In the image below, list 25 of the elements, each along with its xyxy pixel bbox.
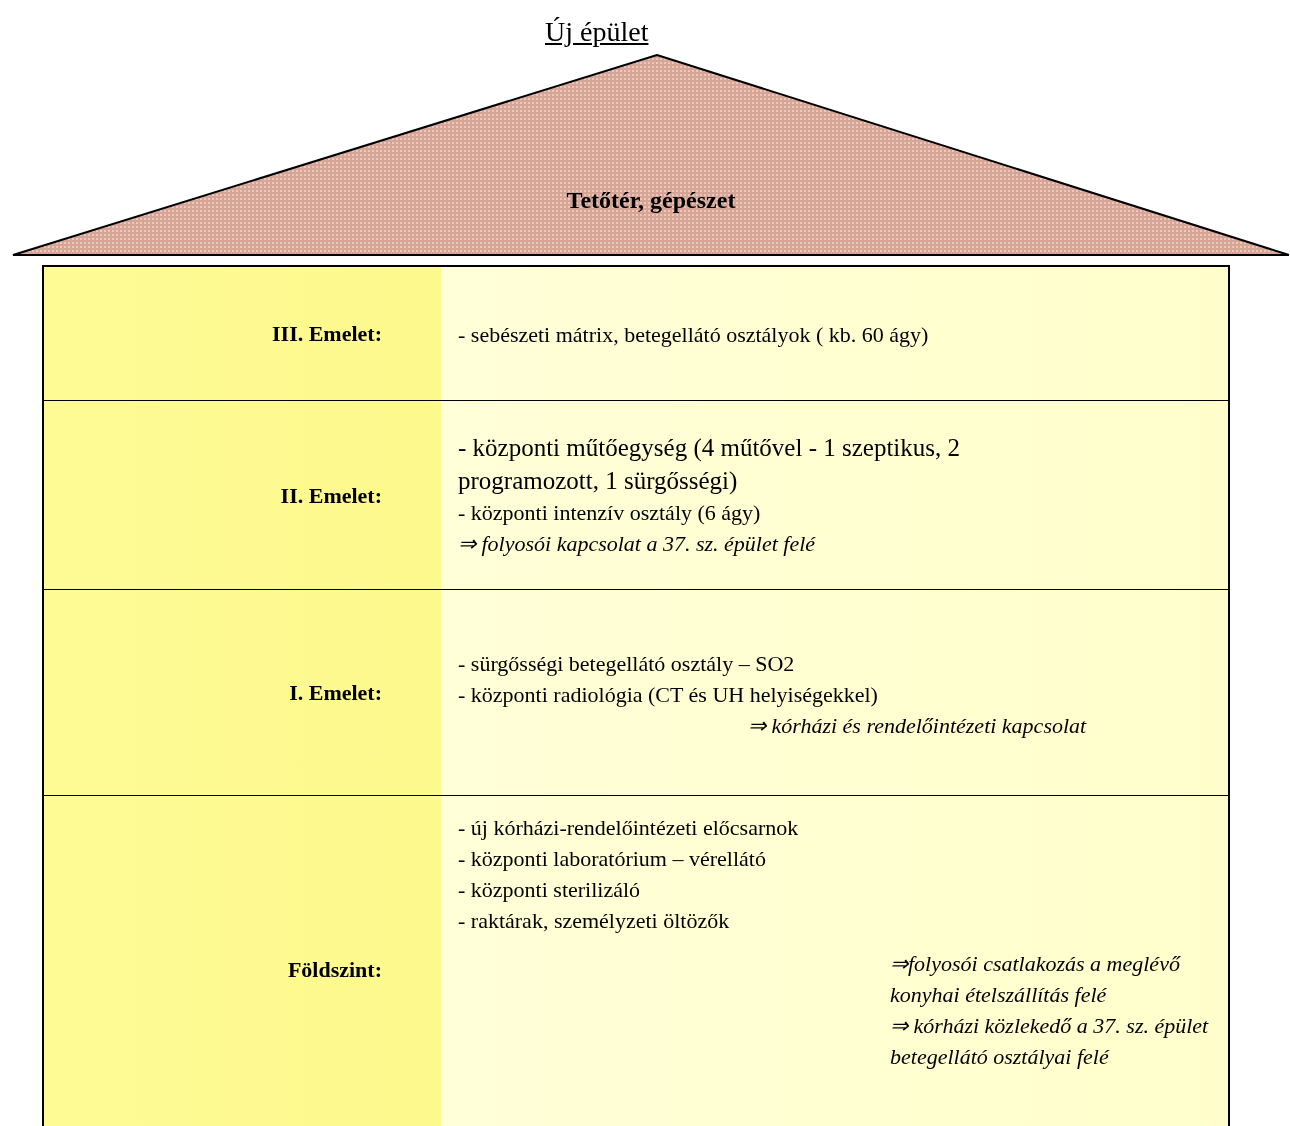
floor-item: - központi műtőegység (4 műtővel - 1 szeptikus, 2 programozott, 1 sürgősségi) [458, 433, 961, 496]
floor-item: - központi intenzív osztály (6 ágy) [458, 499, 762, 527]
floor-item: - központi laboratórium – vérellátó [458, 845, 767, 873]
floor-label: III. Emelet: [272, 320, 382, 348]
connection-note: ⇒ folyosói kapcsolat a 37. sz. épület felé [458, 530, 817, 558]
floor-item: - sebészeti mátrix, betegellátó osztályok ( kb. 60 ágy) [458, 321, 929, 349]
title: Új épület [545, 15, 649, 49]
connection-note: ⇒folyosói csatlakozás a meglévő konyhai ételszállítás felé [890, 950, 1182, 1009]
floor-label: I. Emelet: [289, 679, 382, 707]
floor-row [44, 400, 1228, 589]
floor-label: Földszint: [287, 956, 382, 984]
connection-note: ⇒ kórházi közlekedő a 37. sz. épület betegellátó osztályai felé [890, 1012, 1210, 1071]
floor-item: - sürgősségi betegellátó osztály – SO2 [458, 650, 796, 678]
floor-row [44, 795, 1228, 1126]
floor-item: - raktárak, személyzeti öltözők [458, 907, 731, 935]
building-box [42, 265, 1230, 1126]
floor-item: - központi radiológia (CT és UH helyiségekkel) [458, 681, 879, 709]
roof-label: Tetőtér, gépészet [566, 187, 736, 213]
floor-row [44, 267, 1228, 400]
roof-triangle [12, 54, 1290, 256]
floor-item: - központi sterilizáló [458, 876, 642, 904]
floor-row [44, 589, 1228, 795]
connection-note: ⇒ kórházi és rendelőintézeti kapcsolat [747, 712, 1087, 740]
floor-item: - új kórházi-rendelőintézeti előcsarnok [458, 814, 800, 842]
floor-label: II. Emelet: [280, 481, 382, 510]
